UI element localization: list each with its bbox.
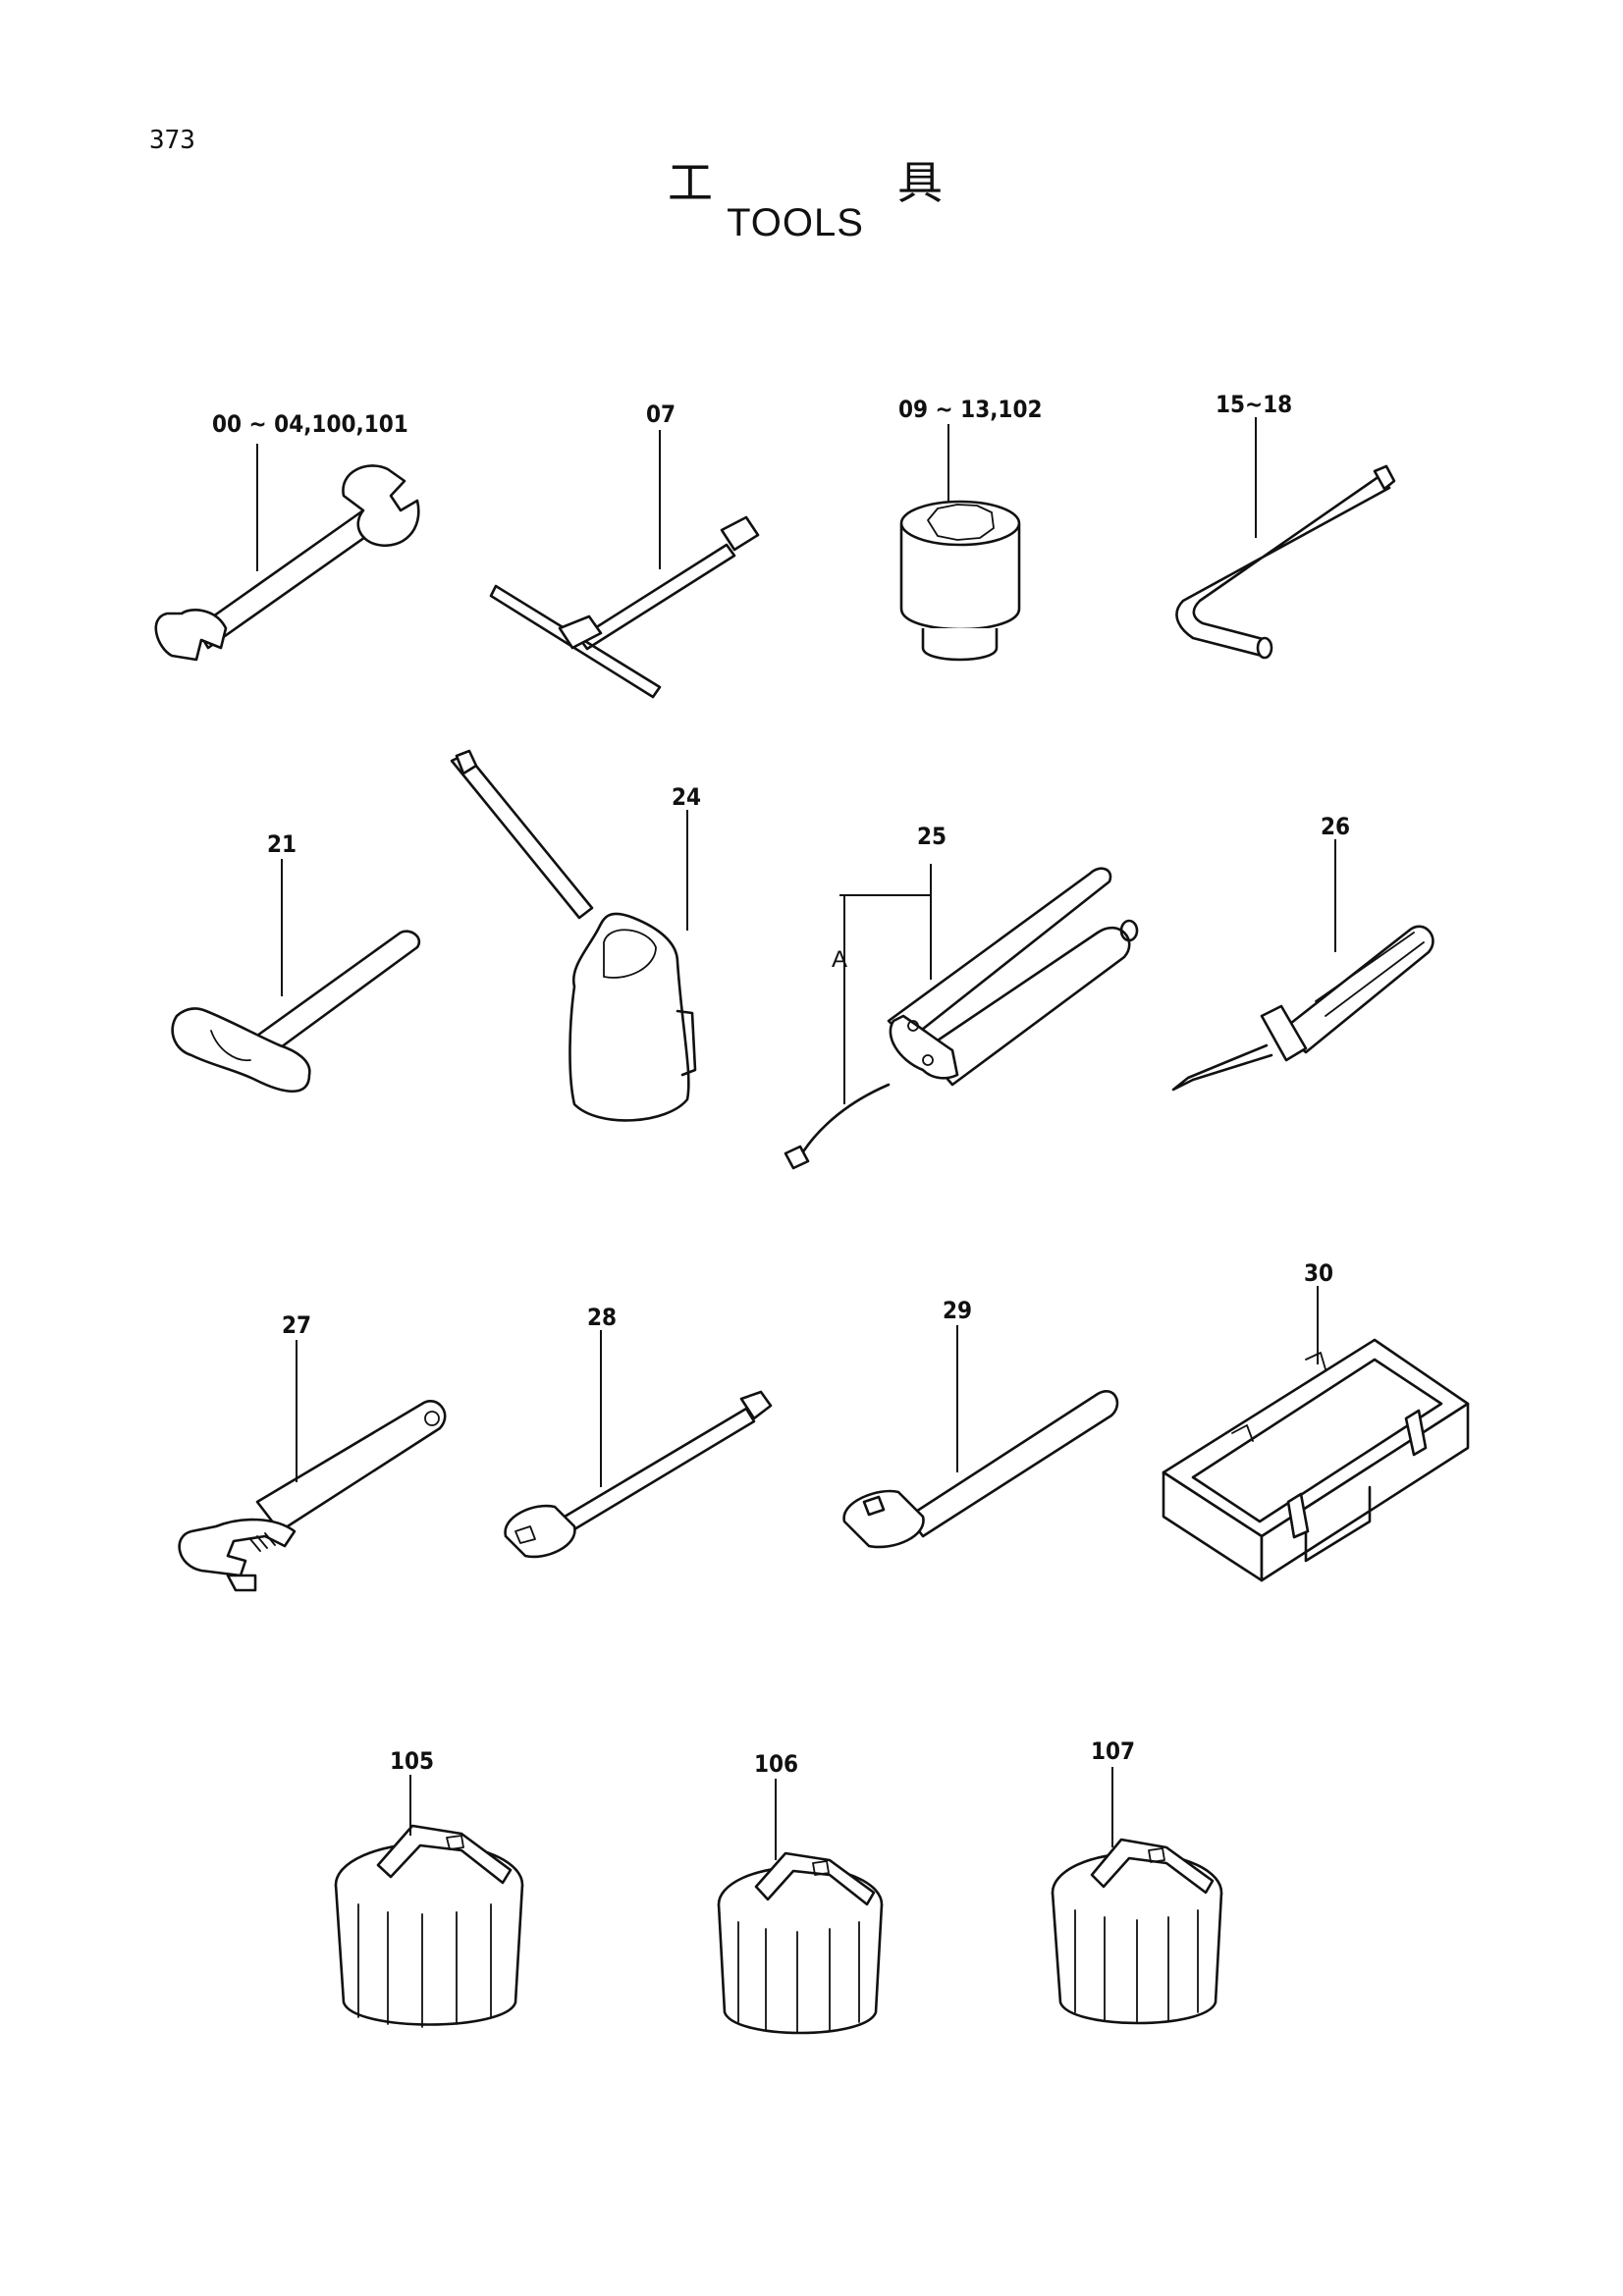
spanner-illustration [154,464,420,662]
socket-callout: 09 ~ 13,102 [898,396,1042,423]
page-title: TOOLS [727,201,864,244]
adjustable-wrench-callout: 27 [282,1311,311,1339]
spanner-callout: 00 ~ 04,100,101 [212,410,408,438]
socket-illustration [899,500,1021,662]
extension-bar-illustration [504,1390,773,1559]
hammer-callout: 21 [267,830,297,858]
filter-wrench-2-callout: 106 [754,1750,798,1778]
t-wrench-callout: 07 [646,400,676,428]
adjustable-wrench-illustration [178,1400,447,1592]
screwdriver-illustration [1171,925,1434,1092]
grease-gun-callout: 25 [917,823,947,850]
tool-box-callout: 30 [1304,1259,1333,1287]
filter-wrench-1-illustration [334,1824,524,2028]
t-wrench-illustration [489,515,760,699]
filter-wrench-3-illustration [1051,1838,1223,2025]
page-number: 373 [149,126,195,155]
filter-wrench-1-callout: 105 [390,1747,434,1775]
ratchet-handle-illustration [842,1390,1119,1549]
screwdriver-callout: 26 [1321,813,1350,840]
oil-can-illustration [450,749,697,1122]
extension-bar-callout: 28 [587,1304,617,1331]
title-jp-right: 具 [897,156,943,209]
oil-can-callout: 24 [672,783,701,811]
hammer-illustration [171,930,421,1094]
page-title-japanese: 工 具 [668,147,943,212]
grease-gun-sub-callout: A [832,946,847,973]
ratchet-handle-callout: 29 [943,1297,972,1324]
tool-box-illustration [1162,1338,1470,1582]
filter-wrench-2-illustration [717,1851,884,2035]
hex-key-illustration [1175,464,1396,660]
hex-key-callout: 15~18 [1216,391,1292,418]
title-jp-left: 工 [668,156,713,209]
filter-wrench-3-callout: 107 [1091,1737,1135,1765]
grease-gun-illustration [784,867,1139,1170]
